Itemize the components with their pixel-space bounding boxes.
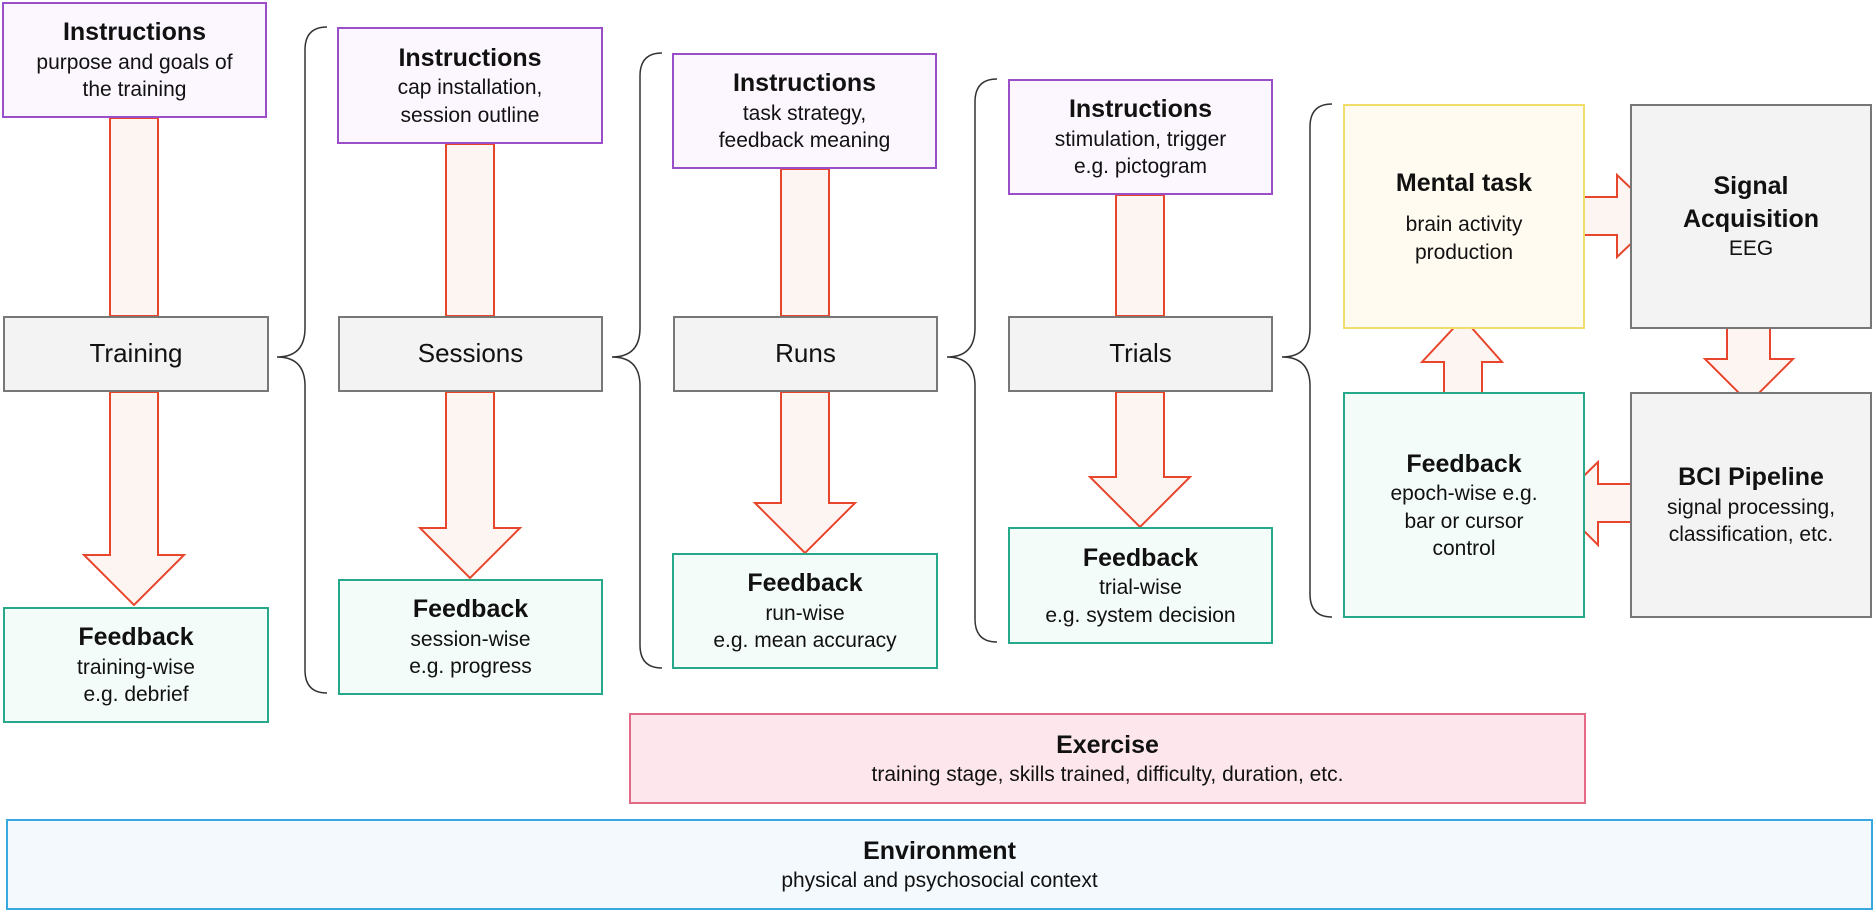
mental-task-line1: brain activity <box>1405 213 1523 237</box>
runs-instructions-title: Instructions <box>732 69 877 98</box>
training-stage-box: Training <box>3 316 269 392</box>
sessions-shaft-up <box>445 143 495 317</box>
trials-down-arrow <box>1087 391 1193 529</box>
sessions-feedback-line1: session-wise <box>410 627 531 651</box>
signal-acquisition-line1: EEG <box>1728 237 1774 261</box>
exercise-line1: training stage, skills trained, difficul… <box>871 763 1344 787</box>
training-shaft-up <box>109 117 159 317</box>
epoch-feedback-line1: epoch-wise e.g. <box>1390 482 1538 506</box>
bci-pipeline-box: BCI Pipeline signal processing, classifi… <box>1630 392 1872 618</box>
mental-task-title: Mental task <box>1395 168 1533 197</box>
training-instructions-box: Instructions purpose and goals of the tr… <box>2 2 267 118</box>
training-feedback-line1: training-wise <box>77 655 195 679</box>
epoch-feedback-title: Feedback <box>1406 449 1522 478</box>
runs-feedback-line2: e.g. mean accuracy <box>713 629 897 653</box>
training-instructions-line1: purpose and goals of <box>36 50 233 74</box>
mental-task-line2: production <box>1414 240 1514 264</box>
trials-feedback-line2: e.g. system decision <box>1045 603 1236 627</box>
runs-feedback-title: Feedback <box>747 569 863 598</box>
bci-pipeline-line1: signal processing, <box>1666 495 1836 519</box>
training-feedback-line2: e.g. debrief <box>83 683 189 707</box>
training-feedback-box: Feedback training-wise e.g. debrief <box>3 607 269 723</box>
epoch-feedback-line3: control <box>1432 536 1496 560</box>
trials-feedback-line1: trial-wise <box>1099 576 1182 600</box>
feedback-to-mental-arrow <box>1419 316 1505 404</box>
sessions-instructions-line2: session outline <box>400 103 540 127</box>
runs-down-arrow <box>752 391 858 555</box>
sessions-instructions-title: Instructions <box>398 43 542 72</box>
signal-acquisition-title1: Signal <box>1713 172 1789 201</box>
sessions-stage-box: Sessions <box>338 316 603 392</box>
sessions-instructions-line1: cap installation, <box>397 76 543 100</box>
trials-label: Trials <box>1109 338 1172 369</box>
trials-feedback-box: Feedback trial-wise e.g. system decision <box>1008 527 1273 644</box>
runs-stage-box: Runs <box>673 316 938 392</box>
training-instructions-line2: the training <box>82 78 187 102</box>
trials-feedback-title: Feedback <box>1082 543 1199 572</box>
runs-label: Runs <box>775 338 836 369</box>
mental-task-box: Mental task brain activity production <box>1343 104 1585 329</box>
environment-box: Environment physical and psychosocial co… <box>6 819 1873 910</box>
training-instructions-title: Instructions <box>62 18 207 47</box>
epoch-feedback-line2: bar or cursor <box>1404 509 1524 533</box>
sessions-feedback-box: Feedback session-wise e.g. progress <box>338 579 603 695</box>
trials-instructions-line1: stimulation, trigger <box>1054 127 1227 151</box>
trials-stage-box: Trials <box>1008 316 1273 392</box>
bci-pipeline-line2: classification, etc. <box>1668 523 1834 547</box>
exercise-title: Exercise <box>1056 730 1159 759</box>
brace-trials <box>946 78 998 643</box>
sessions-instructions-box: Instructions cap installation, session o… <box>337 27 603 144</box>
sessions-label: Sessions <box>417 338 524 369</box>
trials-instructions-line2: e.g. pictogram <box>1073 155 1208 179</box>
sessions-down-arrow <box>417 391 523 580</box>
epoch-feedback-box: Feedback epoch-wise e.g. bar or cursor c… <box>1343 392 1585 618</box>
sessions-feedback-line2: e.g. progress <box>409 655 532 679</box>
runs-instructions-line1: task strategy, <box>742 101 867 125</box>
trials-instructions-box: Instructions stimulation, trigger e.g. p… <box>1008 79 1273 195</box>
signal-acquisition-box: Signal Acquisition EEG <box>1630 104 1872 329</box>
runs-instructions-box: Instructions task strategy, feedback mea… <box>672 53 937 169</box>
training-feedback-title: Feedback <box>78 623 194 652</box>
brace-runs <box>611 52 663 669</box>
environment-title: Environment <box>863 836 1016 865</box>
runs-feedback-line1: run-wise <box>765 601 845 625</box>
brace-loop <box>1281 103 1333 618</box>
runs-shaft-up <box>780 168 830 317</box>
sessions-feedback-title: Feedback <box>412 595 529 624</box>
signal-acquisition-title2: Acquisition <box>1682 204 1820 233</box>
brace-sessions <box>276 26 328 694</box>
runs-feedback-box: Feedback run-wise e.g. mean accuracy <box>672 553 938 669</box>
training-down-arrow <box>81 391 187 607</box>
training-label: Training <box>89 338 183 369</box>
bci-pipeline-title: BCI Pipeline <box>1678 463 1824 492</box>
exercise-box: Exercise training stage, skills trained,… <box>629 713 1586 804</box>
runs-instructions-line2: feedback meaning <box>718 129 891 153</box>
environment-line1: physical and psychosocial context <box>781 869 1098 893</box>
signal-to-bci-arrow <box>1702 318 1796 405</box>
trials-instructions-title: Instructions <box>1068 95 1213 124</box>
trials-shaft-up <box>1115 194 1165 317</box>
